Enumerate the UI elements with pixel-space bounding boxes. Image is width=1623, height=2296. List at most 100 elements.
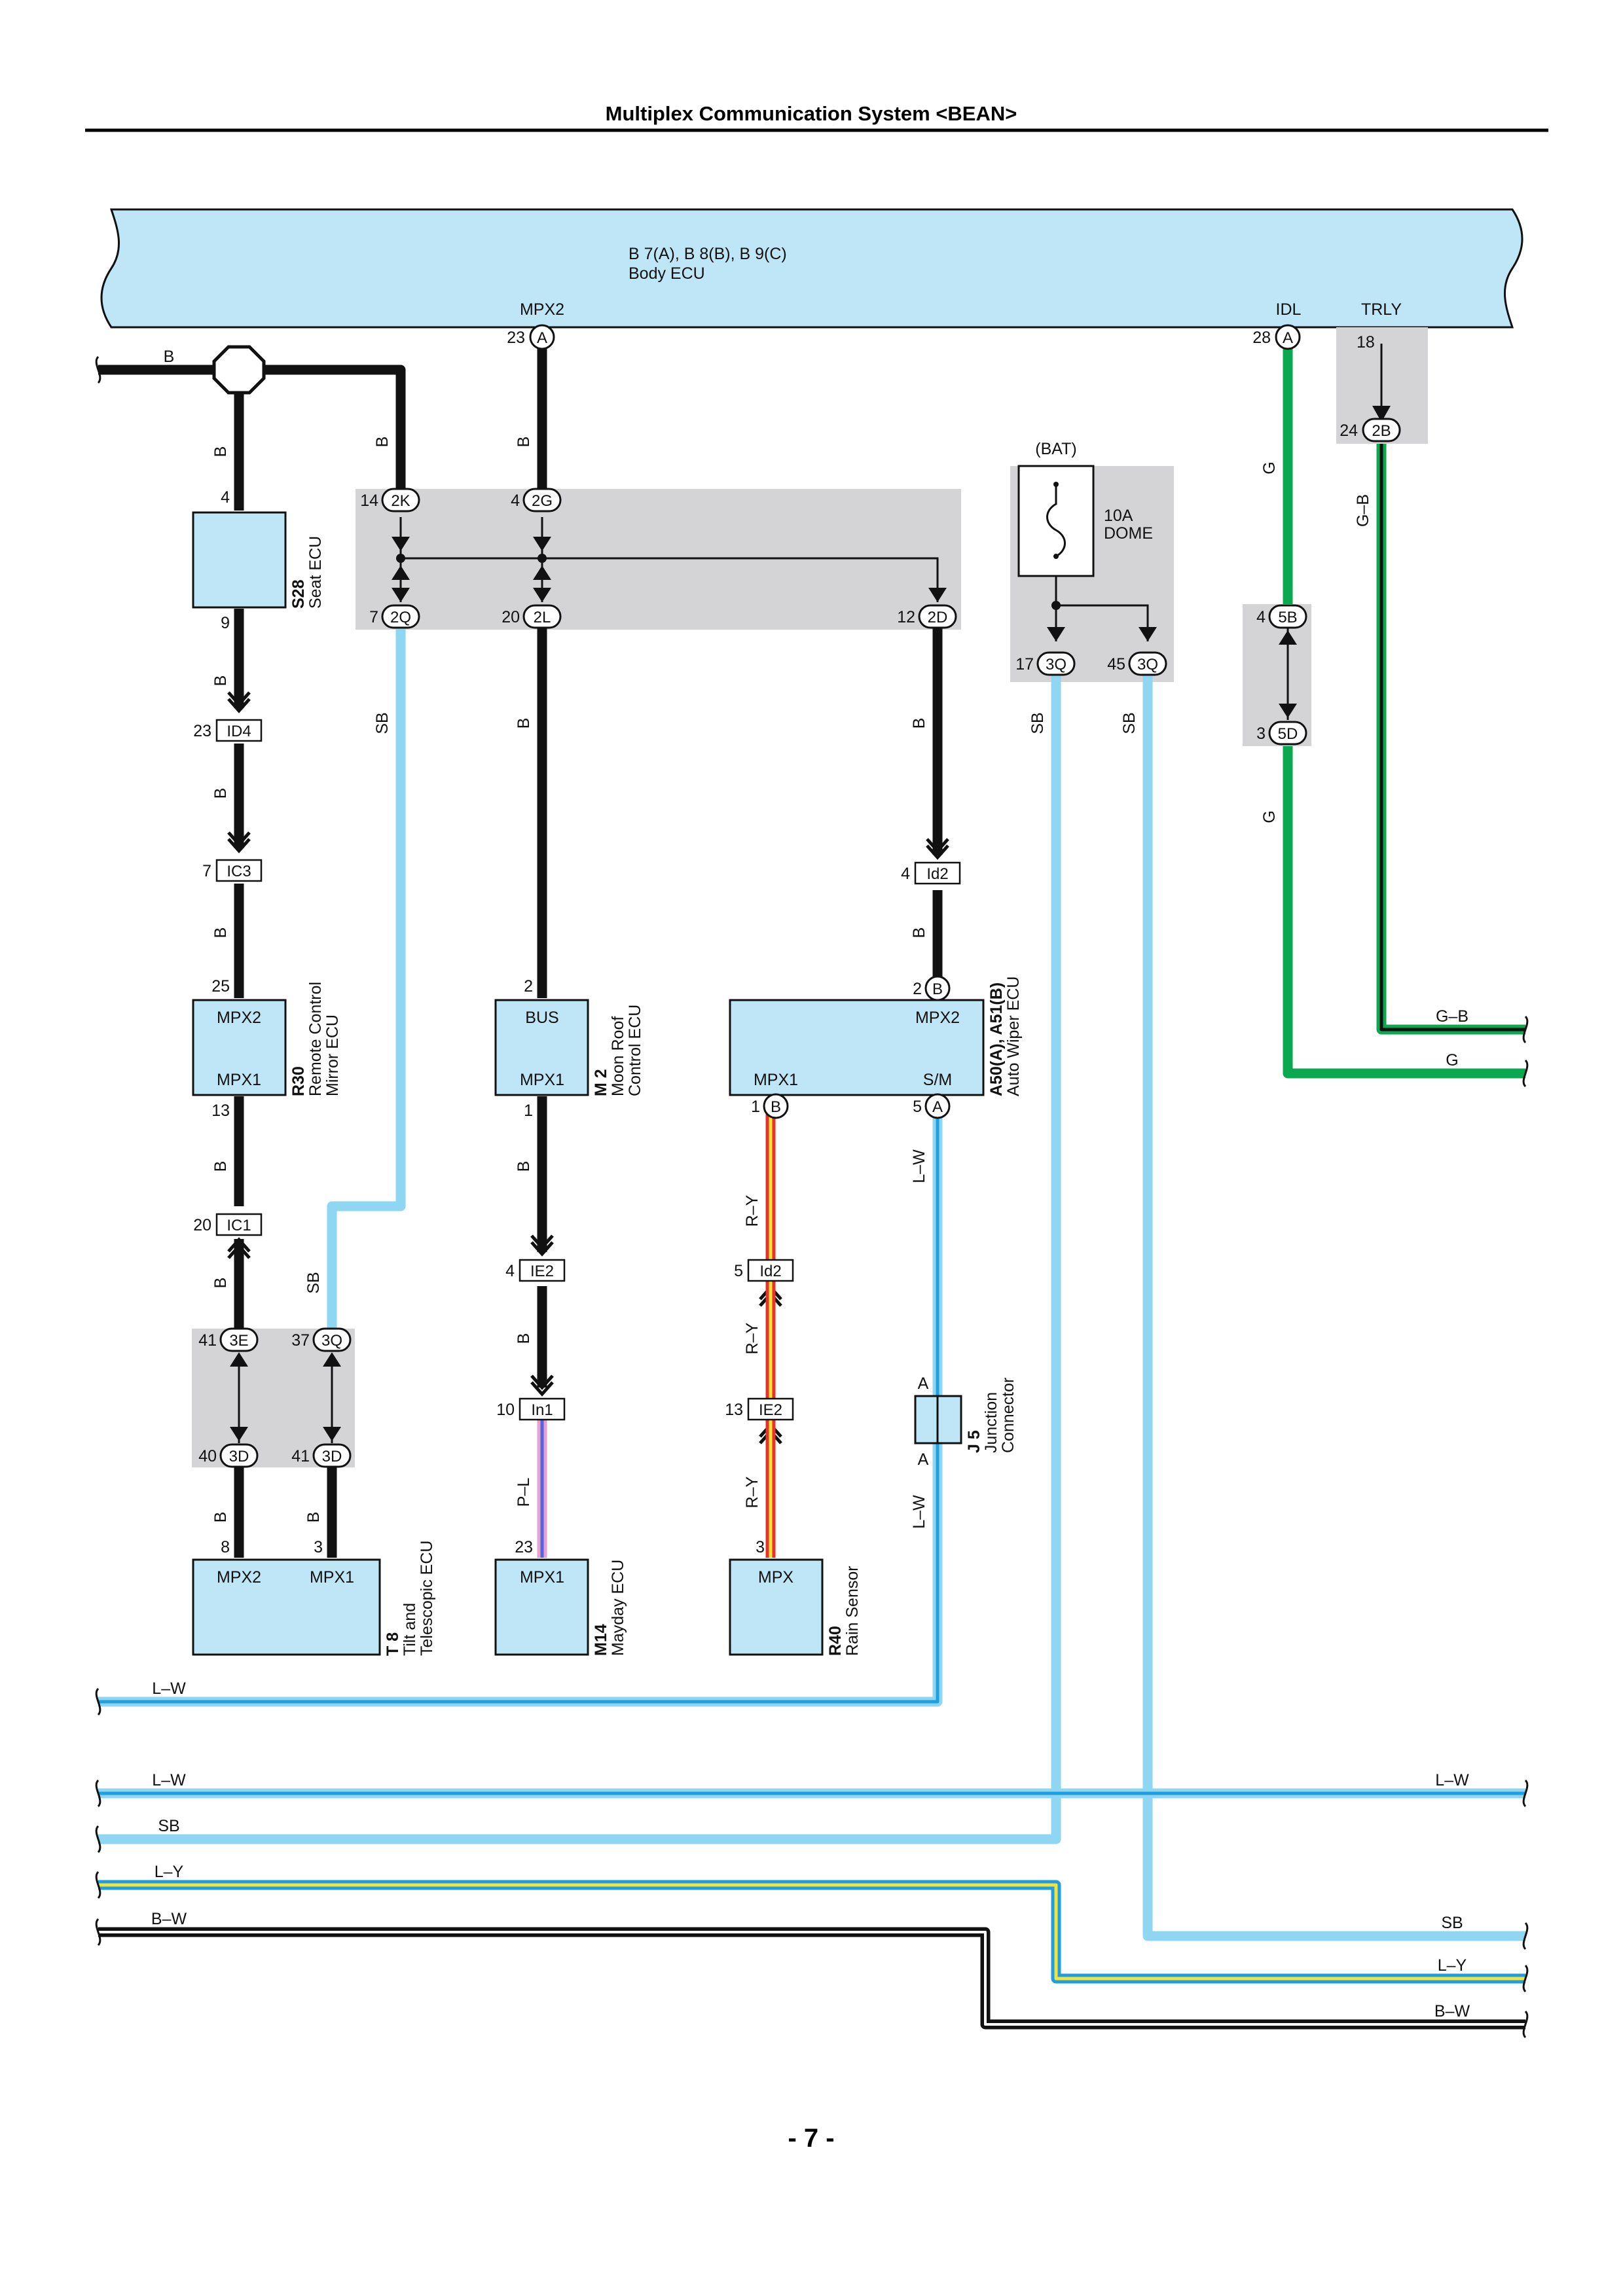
t8-name1: Tilt and [401,1603,419,1656]
arrow-3 [392,565,410,580]
mk-3q-17 [1036,651,1076,676]
t8-box [192,1558,381,1656]
body-ecu-name: Body ECU [629,264,705,283]
wc-ry-3: R–Y [743,1476,761,1508]
break-marks [95,355,1529,2039]
chev-ie2 [530,1234,554,1257]
arrow-6 [533,588,551,602]
conn-id4-rect [215,719,263,742]
r40-box [729,1558,824,1656]
pin-41-3d: 41 [291,1447,310,1465]
fuse-amp: 10A [1104,507,1133,525]
wire-gb-stripe [1379,444,1525,1031]
wc-b-6: B [211,927,230,939]
r40-code: R40 [826,1626,845,1656]
pin-14: 14 [360,492,378,510]
mk-3q-37 [312,1327,352,1352]
m2-box [494,999,589,1096]
mk-a-mpx2 [529,324,555,350]
wc-gb-1: G–B [1354,494,1372,527]
wc-b-2: B [373,437,392,448]
arrow-3q [323,1352,341,1367]
conn-id2b-rect [747,1259,794,1282]
conn-ic3: IC3 [227,863,251,880]
mk-a-idl [1275,324,1301,350]
jc-a-idl: A [1283,329,1293,347]
pin-1-a50: 1 [751,1098,760,1116]
wc-b-13: B [515,1333,533,1344]
pin-5-a50: 5 [913,1098,922,1116]
mk-b-a50 [924,975,951,1001]
arrow-3d-b [323,1427,341,1441]
r30-term1: MPX2 [217,1009,261,1027]
break-6 [95,1918,101,1946]
conn-ic3-rect [215,859,263,882]
arrow-7 [928,588,947,602]
dot-dome [1051,601,1061,610]
mk-3e [219,1327,259,1352]
wc-ry-2: R–Y [743,1322,761,1354]
conn-ic1: IC1 [227,1217,251,1234]
conn-ie2b-rect [747,1397,794,1421]
wc-b-3: B [515,437,533,448]
stripe-2 [98,1443,939,1704]
wire-sb-2q-3q [327,628,406,1329]
bw-stripe [98,1931,1525,2026]
bat-label: (BAT) [1035,440,1076,458]
wc-lw-2: L–W [910,1495,928,1529]
pin-7: 7 [369,608,378,626]
wire-color-labels-vertical: B B B B B B B B B B B B B B B SB SB SB S… [211,437,1372,1529]
break-3 [95,1779,101,1808]
wc-b-8: B [211,1278,230,1289]
pin-13-ie2: 13 [725,1401,743,1419]
arrow-5b [1279,630,1297,645]
fuse-terminal-bottom [1053,554,1059,559]
pin-12: 12 [897,608,915,626]
pin-2-m2: 2 [524,977,533,996]
mk-2b [1362,418,1401,442]
pin-5-id2: 5 [734,1262,743,1280]
t8-name2: Telescopic ECU [418,1541,436,1656]
pin-37: 37 [291,1331,310,1350]
jc-b-a50-1: B [771,1098,781,1116]
terminal-trly: TRLY [1361,300,1402,319]
pin-4-ie2: 4 [505,1262,515,1280]
pin-20-ic1: 20 [193,1216,211,1234]
r40-name: Rain Sensor [843,1566,862,1656]
break-2 [95,1687,101,1716]
wc-bw-right: B–W [1434,2002,1470,2020]
wc-b-11: B [515,718,533,729]
s28-name: Seat ECU [306,536,325,609]
mk-2d [918,604,957,629]
j5-pin-bottom: A [918,1450,929,1469]
component-names: S28 Seat ECU R30 Remote Control Mirror E… [289,536,1023,1656]
pin-10: 10 [496,1401,515,1419]
jc-a-mpx2: A [537,329,547,347]
chev-in1 [530,1374,554,1397]
wire-b-top [98,365,406,491]
arrow-17 [1047,627,1065,641]
m14-code: M14 [592,1624,610,1656]
pin-2-a50: 2 [913,980,922,998]
chev-ic3 [227,831,251,853]
body-ecu-code: B 7(A), B 8(B), B 9(C) [629,245,787,263]
break-10 [1522,1922,1529,1950]
wc-gb-right: G–B [1436,1007,1468,1026]
arrow-1 [392,537,410,551]
conn-ie2: IE2 [530,1263,554,1280]
m2-term1: BUS [525,1009,558,1027]
pin-1-m2: 1 [524,1102,533,1120]
jc-3e: 3E [229,1332,248,1350]
jc-5d: 5D [1278,725,1298,743]
s28-box [192,511,287,609]
arrow-4 [533,565,551,580]
pin-3-5d: 3 [1256,725,1266,743]
mk-5d [1268,721,1307,745]
mk-5b [1268,604,1307,629]
junction-connector-markers [219,324,1401,1468]
t8-term2: MPX1 [310,1568,354,1587]
wc-lw-left-2: L–W [152,1771,186,1789]
m14-name: Mayday ECU [609,1560,627,1656]
break-5 [95,1871,101,1899]
